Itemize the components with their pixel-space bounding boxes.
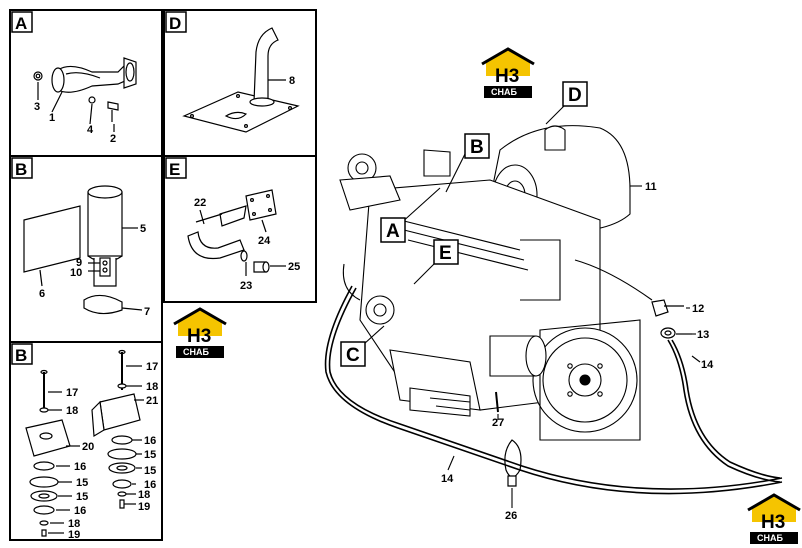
main-callout-leaders <box>363 105 701 508</box>
part-27-label: 27 <box>492 417 504 429</box>
svg-text:E: E <box>439 243 452 264</box>
callout-d: D <box>562 81 588 107</box>
part-5-label: 5 <box>140 223 146 235</box>
svg-text:H3: H3 <box>187 326 211 347</box>
panel-a-letter: A <box>11 11 33 33</box>
logo-bottom: H3 СНАБ <box>747 493 801 544</box>
svg-text:B: B <box>470 137 484 158</box>
panel-b-upper-letter: B <box>11 157 33 179</box>
part-18a-label: 18 <box>66 405 78 417</box>
part-8-label: 8 <box>289 75 295 87</box>
part-9-label: 9 <box>76 257 82 269</box>
engine-illustration <box>339 125 653 441</box>
part-14b-label: 14 <box>441 473 454 485</box>
panel-a-exhaust-pipe <box>33 57 137 132</box>
hose-clamp-26 <box>504 439 522 487</box>
svg-text:H3: H3 <box>495 66 519 87</box>
callout-e: E <box>433 239 459 265</box>
part-6-label: 6 <box>39 288 45 300</box>
part-17b-label: 17 <box>146 361 158 373</box>
part-16c-label: 16 <box>144 435 156 447</box>
logo-middle: H3 СНАБ <box>173 307 227 358</box>
panel-b-lower-letter: B <box>11 343 33 365</box>
panel-d-exhaust-stack <box>182 27 300 133</box>
part-18b-label: 18 <box>68 518 80 530</box>
part-16a-label: 16 <box>74 461 86 473</box>
callout-b: B <box>464 133 490 159</box>
panel-e-letter: E <box>165 157 187 179</box>
part-20-label: 20 <box>82 441 94 453</box>
part-24-label: 24 <box>258 235 271 247</box>
callout-c: C <box>340 341 366 367</box>
part-15c-label: 15 <box>144 449 156 461</box>
panel-b-engine-mounts <box>25 349 144 537</box>
part-18c-label: 18 <box>146 381 158 393</box>
panel-b-muffler <box>23 185 143 315</box>
svg-text:D: D <box>169 14 181 33</box>
part-7-label: 7 <box>144 306 150 318</box>
part-10-label: 10 <box>70 267 82 279</box>
logo-top: H3 СНАБ <box>481 47 535 98</box>
part-15d-label: 15 <box>144 465 156 477</box>
part-21-label: 21 <box>146 395 158 407</box>
part-14a-label: 14 <box>701 359 714 371</box>
panel-e-elbow-pipe <box>187 189 286 276</box>
part-19b-label: 19 <box>138 501 150 513</box>
svg-text:СНАБ: СНАБ <box>183 347 209 357</box>
breather-fittings <box>651 299 692 339</box>
svg-text:A: A <box>386 221 400 242</box>
svg-text:A: A <box>15 14 27 33</box>
part-22-label: 22 <box>194 197 206 209</box>
part-12-label: 12 <box>692 303 704 315</box>
callout-a: A <box>380 217 406 243</box>
part-18d-label: 18 <box>138 489 150 501</box>
svg-text:СНАБ: СНАБ <box>491 87 517 97</box>
part-25-label: 25 <box>288 261 300 273</box>
svg-text:B: B <box>15 346 27 365</box>
breather-hose-14 <box>324 285 783 495</box>
svg-text:D: D <box>568 85 582 106</box>
part-26-label: 26 <box>505 510 517 522</box>
panel-d-letter: D <box>165 11 187 33</box>
part-11-label: 11 <box>645 181 657 193</box>
part-19a-label: 19 <box>68 529 80 541</box>
panel-frames <box>9 9 317 541</box>
part-13-label: 13 <box>697 329 709 341</box>
part-16d-label: 16 <box>144 479 156 491</box>
part-17a-label: 17 <box>66 387 78 399</box>
part-1-label: 1 <box>49 112 55 124</box>
part-15a-label: 15 <box>76 477 88 489</box>
part-3-label: 3 <box>34 101 40 113</box>
svg-text:СНАБ: СНАБ <box>757 533 783 543</box>
part-16b-label: 16 <box>74 505 86 517</box>
svg-text:E: E <box>169 160 180 179</box>
part-15b-label: 15 <box>76 491 88 503</box>
part-23-label: 23 <box>240 280 252 292</box>
svg-text:B: B <box>15 160 27 179</box>
part-2-label: 2 <box>110 133 116 145</box>
svg-text:H3: H3 <box>761 512 785 533</box>
svg-text:C: C <box>346 345 360 366</box>
part-4-label: 4 <box>87 124 94 136</box>
